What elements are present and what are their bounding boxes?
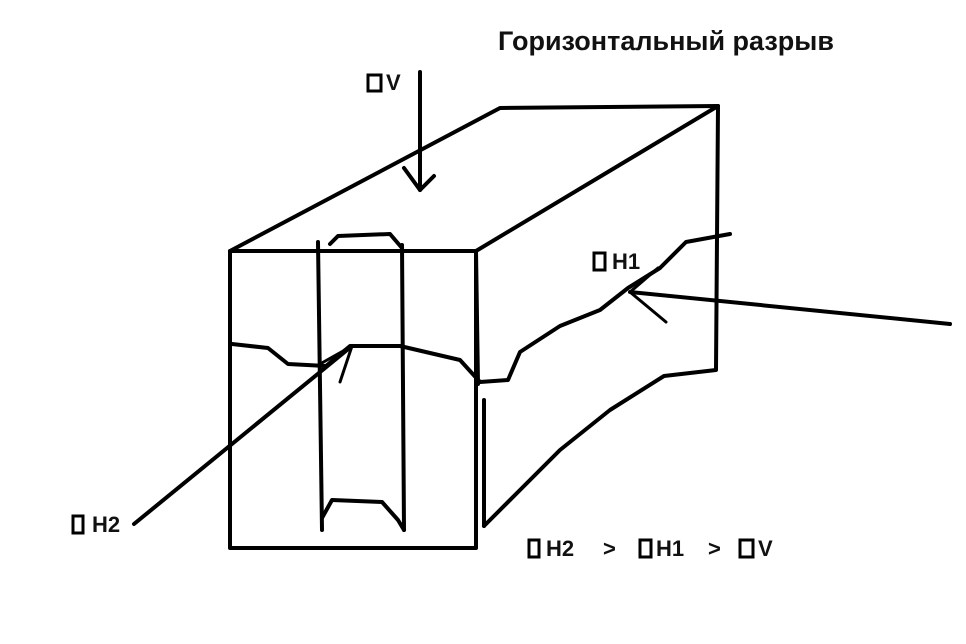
h2-label: H2: [92, 512, 120, 537]
h2-arrow: [132, 344, 354, 526]
vertical-load-arrow: [402, 70, 436, 192]
brick-top-face: [228, 104, 720, 253]
brick-right-bottom-edge: [474, 249, 480, 386]
brick-outline: [228, 104, 720, 550]
relation-h1-label: H1: [656, 536, 684, 561]
h1-arrow: [628, 266, 952, 326]
v-arrow-head: [402, 166, 436, 192]
v-symbol-box-icon: [366, 73, 383, 93]
relation-gt-2: >: [708, 536, 721, 561]
brick-front-face: [228, 249, 478, 550]
v-label: V: [386, 70, 401, 95]
core-left-wall: [316, 240, 324, 532]
h1-symbol-box-icon: [592, 251, 607, 272]
brick-hollow-core: [316, 232, 406, 532]
stress-relation: H2 > H1 > V: [527, 536, 773, 561]
relation-h2-box-icon: [527, 538, 541, 559]
diagram-title: Горизонтальный разрыв: [498, 26, 834, 56]
h1-label: H1: [612, 249, 640, 274]
h1-arrow-shaft: [628, 290, 952, 326]
h2-symbol-box-icon: [71, 514, 85, 535]
h1-arrow-head: [628, 266, 668, 324]
relation-h1-box-icon: [638, 538, 653, 559]
core-top-arc: [328, 232, 404, 250]
core-bottom-arc: [320, 498, 406, 532]
h2-arrow-head: [318, 344, 354, 384]
relation-gt-1: >: [603, 536, 616, 561]
relation-v-box-icon: [738, 538, 755, 559]
relation-v-label: V: [758, 536, 773, 561]
relation-h2-label: H2: [546, 536, 574, 561]
h2-arrow-shaft: [132, 344, 354, 526]
horizontal-crack: [230, 232, 732, 384]
core-right-wall: [400, 243, 406, 532]
brick-right-face: [482, 104, 720, 528]
